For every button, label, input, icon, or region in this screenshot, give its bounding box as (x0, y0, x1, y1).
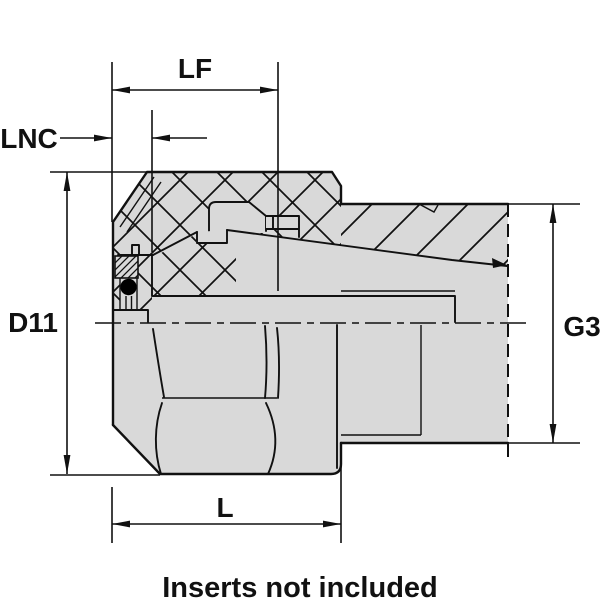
outer-outline-rear (339, 202, 510, 445)
dim-label-l: L (216, 492, 233, 523)
hatch-front-body (113, 172, 341, 310)
part-cross-section (95, 170, 532, 476)
outer-outline-front (111, 170, 343, 427)
g3-arrow-bottom (549, 424, 557, 443)
front-tab-outline (131, 244, 140, 256)
cap-band-lines (265, 215, 300, 238)
dimension-annotations: LF LNC D11 G3 L (0, 53, 600, 543)
hex-arc-lower-left (154, 402, 163, 475)
chamfer-face-lines (119, 176, 162, 233)
dim-label-d11: D11 (8, 307, 58, 338)
groove-notch-outline (196, 229, 228, 244)
groove-notch (197, 230, 227, 243)
front-tab (132, 245, 139, 255)
hex-arc-upper-left (152, 328, 165, 398)
collet-taper-lines (152, 229, 508, 267)
lnc-arrow-left (94, 134, 112, 142)
o-ring-seal (120, 278, 137, 296)
d11-extension-lines (50, 171, 160, 476)
extraction-cap (209, 202, 266, 233)
lf-arrow-right (260, 86, 278, 94)
note-text: Inserts not included (162, 572, 438, 600)
d11-arrow-bottom (63, 455, 71, 474)
retaining-ring-hatch (114, 255, 139, 279)
l-extension-lines (111, 466, 342, 543)
cap-band (266, 216, 299, 229)
bore-lines (151, 254, 456, 323)
hatch-rear-body (341, 204, 508, 266)
g3-extension-lines (508, 203, 580, 444)
l-arrow-left (112, 520, 130, 528)
front-lip-lines (112, 309, 149, 323)
lf-arrow-left (112, 86, 130, 94)
dim-label-g3: G3 (563, 311, 600, 342)
taper-end-wedge (492, 258, 507, 268)
g3-arrow-top (549, 204, 557, 223)
lf-extension-lines (111, 62, 279, 291)
thread-start-sliver (418, 203, 439, 213)
outer-outline-bottom (111, 423, 343, 476)
oring-groove-walls (119, 278, 138, 310)
hex-arc-lower-right (265, 402, 277, 475)
dim-label-lnc: LNC (0, 123, 58, 154)
d11-arrow-top (63, 172, 71, 191)
extraction-cap-outline (208, 201, 267, 234)
dim-label-lf: LF (178, 53, 212, 84)
l-arrow-right (323, 520, 341, 528)
hatch-collet-area (152, 234, 236, 296)
hex-arc-upper-right (264, 325, 280, 399)
lnc-arrow-right (152, 134, 170, 142)
lower-thread-lines (341, 325, 422, 436)
